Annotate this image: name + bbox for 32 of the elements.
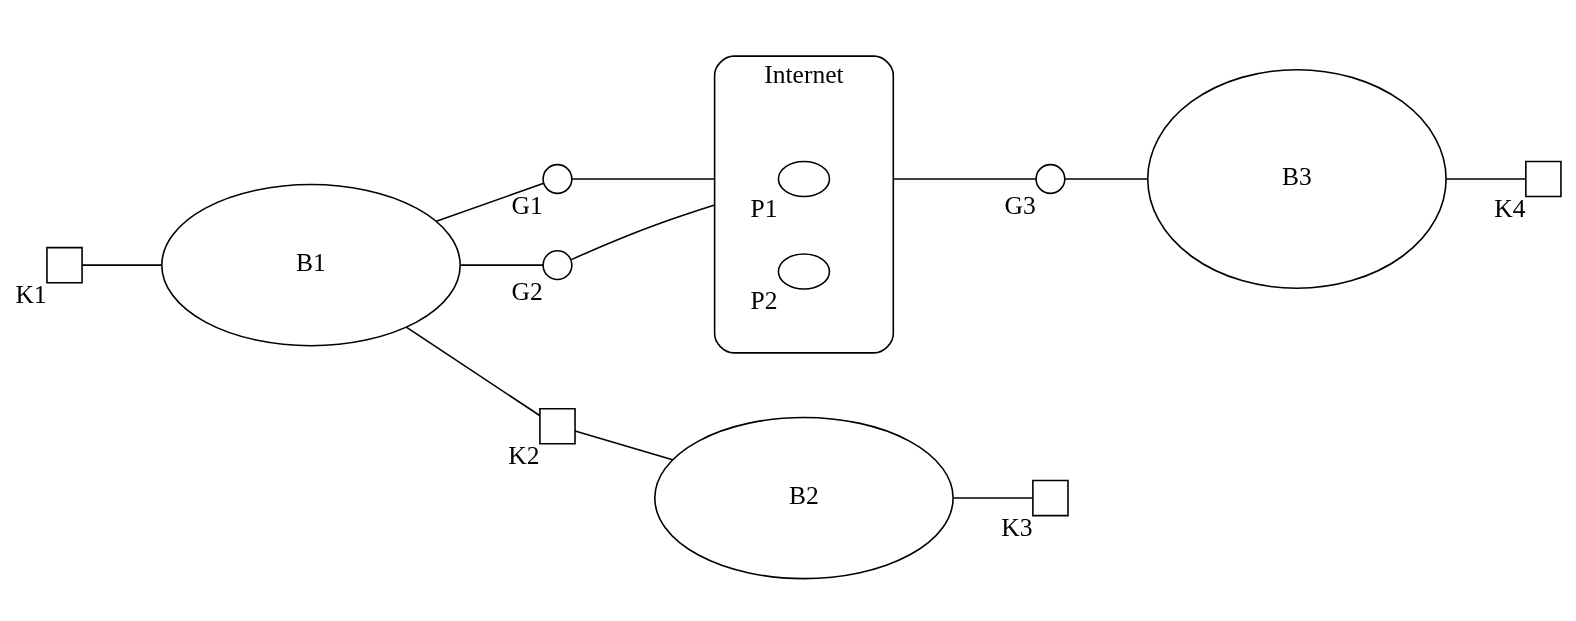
node-label: K2 — [508, 440, 540, 470]
node-box — [46, 246, 83, 283]
connector — [570, 203, 716, 260]
connector — [459, 263, 544, 266]
connector — [952, 496, 1034, 499]
node-label: P1 — [750, 193, 778, 223]
node-label: G3 — [1004, 190, 1036, 220]
node-ellipse: B2 — [654, 416, 954, 579]
node-label: K1 — [15, 279, 47, 309]
connector — [571, 177, 716, 180]
node-ellipse: B1 — [161, 183, 461, 346]
node-label: K3 — [1001, 512, 1033, 542]
node-label: G1 — [511, 190, 543, 220]
connector — [435, 182, 545, 222]
node-ellipse: B3 — [1146, 68, 1447, 289]
node-circle — [542, 249, 573, 280]
connector — [574, 429, 674, 461]
connector — [81, 263, 163, 266]
connector — [1445, 177, 1527, 180]
node-label: P2 — [750, 285, 778, 315]
connector — [405, 326, 541, 416]
connector — [1064, 177, 1149, 180]
node-ellipse — [777, 160, 831, 197]
node-box — [539, 407, 576, 445]
node-circle — [1035, 163, 1066, 194]
node-circle — [542, 163, 573, 194]
node-box — [1032, 479, 1069, 516]
node-label: G2 — [511, 276, 543, 306]
connector — [892, 177, 1037, 180]
node-label: K4 — [1494, 193, 1526, 223]
node-ellipse — [777, 252, 831, 290]
node-box — [1525, 160, 1562, 197]
